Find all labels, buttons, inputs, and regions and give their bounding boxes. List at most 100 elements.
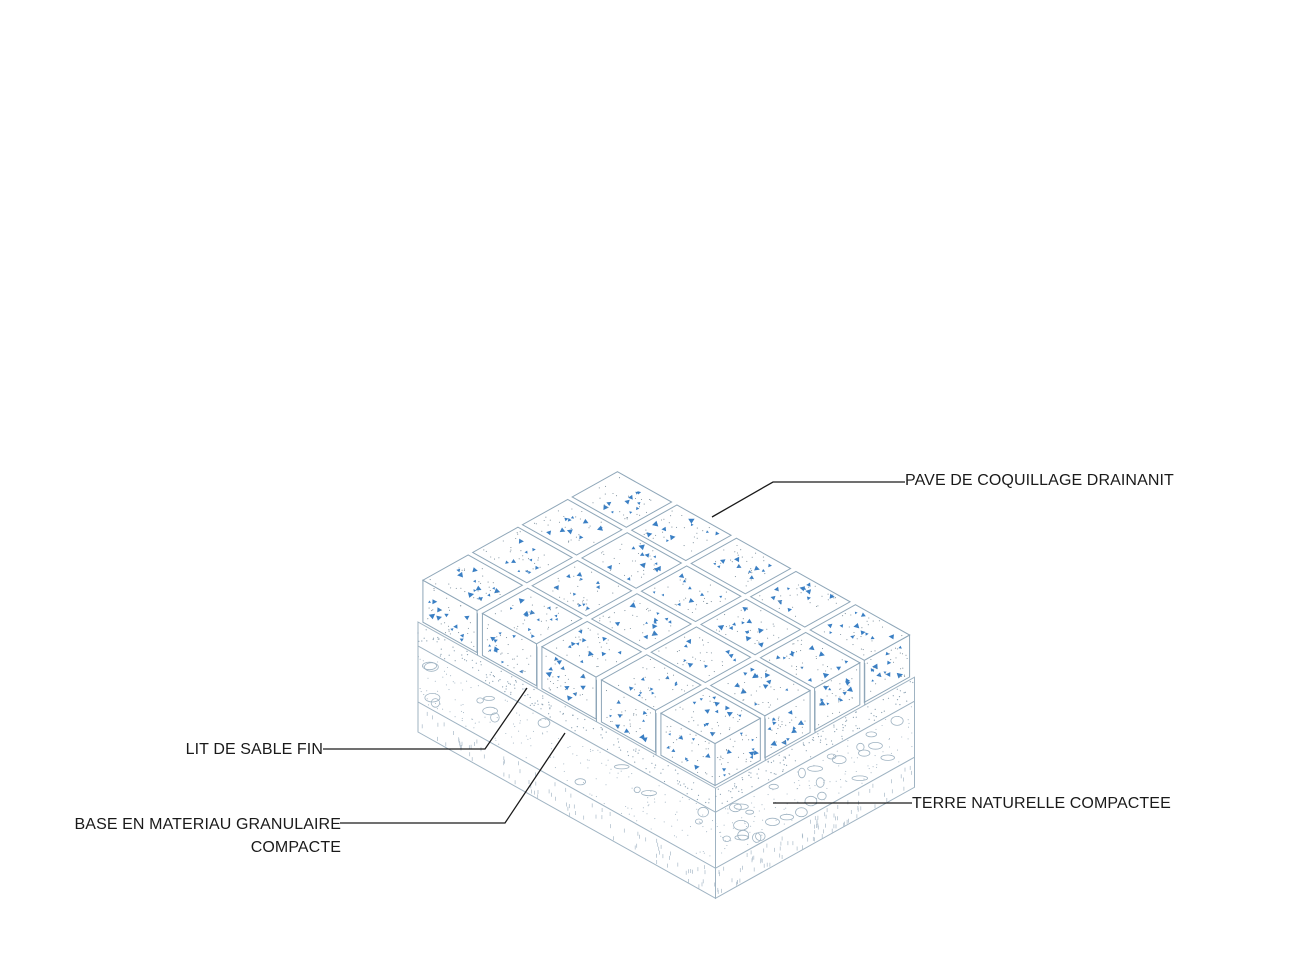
aggregate-chip — [567, 518, 572, 522]
base-dot — [443, 670, 446, 672]
base-dot — [631, 773, 633, 775]
speck — [633, 678, 635, 680]
sand-dot — [841, 738, 843, 740]
sand-dot — [881, 711, 883, 714]
speck — [654, 587, 656, 589]
speck — [626, 517, 628, 519]
paver-top-face — [421, 554, 524, 612]
speck — [564, 682, 566, 684]
speck — [706, 651, 708, 653]
speck — [571, 508, 573, 510]
speck — [777, 589, 779, 591]
speck — [567, 678, 569, 680]
speck — [580, 628, 582, 630]
sand-dot — [883, 710, 885, 712]
speck — [789, 722, 791, 724]
base-dot — [540, 719, 542, 721]
base-dot — [582, 745, 584, 748]
base-dot — [589, 793, 591, 795]
aggregate-chip — [629, 511, 633, 514]
speck — [578, 636, 580, 638]
speck — [839, 683, 841, 685]
sand-dot — [834, 731, 836, 733]
speck — [537, 557, 539, 559]
pebble — [768, 783, 779, 790]
speck — [618, 684, 620, 686]
base-dot — [654, 818, 656, 820]
sand-dot — [802, 744, 805, 746]
speck — [574, 566, 576, 568]
base-dot — [736, 808, 738, 810]
speck — [586, 603, 588, 605]
speck — [757, 631, 759, 633]
speck — [669, 730, 671, 732]
speck — [633, 600, 635, 602]
speck — [729, 738, 731, 740]
aggregate-chip — [712, 696, 716, 700]
aggregate-chip — [616, 700, 621, 704]
aggregate-chip — [850, 635, 855, 639]
sand-dot — [466, 650, 468, 653]
speck — [633, 689, 636, 691]
aggregate-chip — [615, 724, 621, 729]
aggregate-chip — [564, 517, 569, 522]
sand-dot — [683, 783, 685, 785]
speck — [773, 625, 775, 627]
sand-dot — [845, 720, 847, 723]
base-dot — [711, 820, 714, 822]
aggregate-chip — [566, 529, 573, 535]
sand-dot — [537, 700, 539, 702]
speck — [524, 670, 526, 672]
speck — [476, 598, 478, 600]
base-dot — [477, 685, 479, 687]
base-dot — [703, 852, 705, 854]
sand-dot — [679, 784, 682, 786]
sand-dot — [515, 680, 517, 682]
speck — [699, 590, 701, 592]
speck — [697, 744, 700, 746]
aggregate-chip — [808, 645, 815, 651]
aggregate-chip — [596, 585, 600, 590]
sand-dot — [510, 693, 512, 695]
base-dot — [761, 834, 763, 836]
speck — [573, 687, 575, 690]
base-dot — [791, 819, 793, 821]
speck — [885, 673, 887, 675]
base-dot — [512, 742, 514, 744]
base-dot — [874, 755, 876, 757]
base-dot — [744, 823, 746, 825]
speck — [522, 670, 524, 672]
base-dot — [727, 812, 729, 814]
speck — [900, 675, 902, 678]
speck — [707, 641, 709, 644]
speck — [552, 676, 554, 678]
speck — [634, 683, 636, 685]
speck — [748, 572, 750, 574]
speck — [682, 708, 684, 710]
speck — [589, 525, 591, 527]
pebble — [695, 818, 703, 825]
speck — [623, 696, 625, 698]
base-dot — [824, 779, 826, 781]
base-dot — [730, 840, 732, 842]
speck — [527, 558, 530, 560]
aggregate-chip — [601, 651, 607, 657]
aggregate-chip — [742, 607, 748, 612]
speck — [636, 615, 638, 617]
speck — [796, 594, 798, 596]
speck — [711, 659, 713, 661]
speck — [670, 625, 672, 627]
aggregate-chip — [828, 687, 832, 691]
base-dot — [445, 684, 447, 686]
sand-dot — [750, 776, 752, 778]
speck — [428, 607, 430, 609]
speck — [575, 693, 577, 695]
base-dot — [786, 813, 788, 815]
speck — [685, 597, 687, 599]
speck — [683, 599, 685, 601]
speck — [848, 699, 850, 701]
aggregate-chip — [651, 691, 655, 695]
base-dot — [722, 837, 724, 839]
sand-dot — [855, 716, 857, 718]
speck — [446, 597, 448, 599]
